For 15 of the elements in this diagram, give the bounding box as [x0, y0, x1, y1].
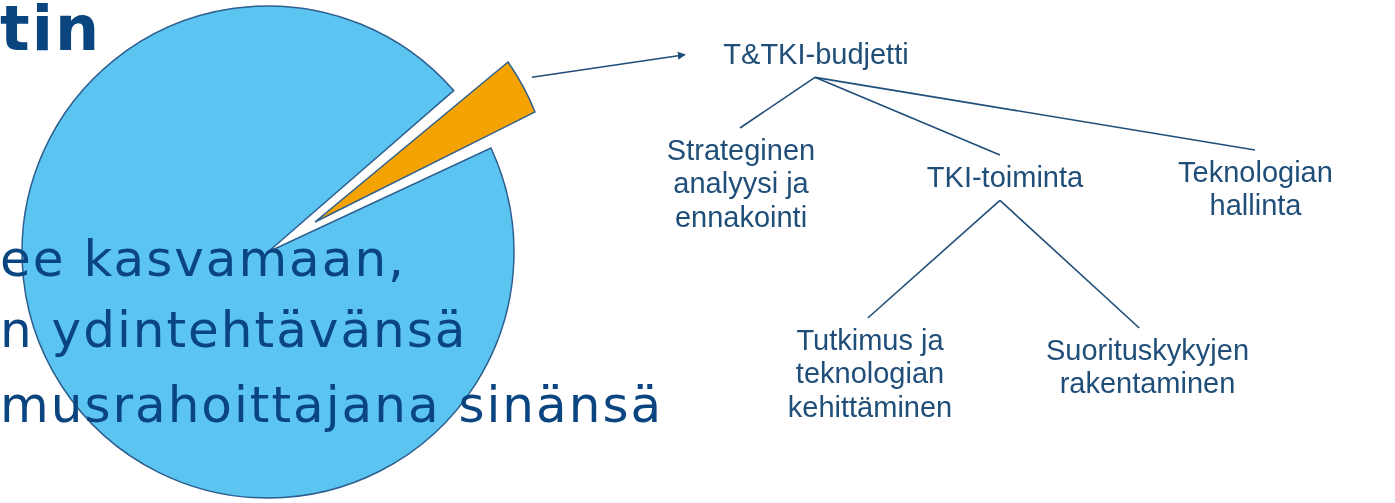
connector-line	[814, 76, 1256, 151]
tree-label: T&TKI-budjetti	[685, 32, 947, 78]
connector-line	[999, 199, 1141, 329]
tree-label: TKI-toiminta	[900, 155, 1110, 201]
title-text: tin	[0, 0, 102, 65]
tree-label: Strateginen analyysi ja ennakointi	[638, 128, 844, 241]
connector-line	[867, 199, 1001, 319]
body-text: n ydintehtävänsä	[0, 301, 468, 359]
connector-line	[739, 76, 816, 129]
connector-line	[814, 76, 1001, 156]
tree-label: Tutkimus ja teknologian kehittäminen	[760, 318, 980, 431]
tree-label: Teknologian hallinta	[1163, 150, 1348, 229]
tree-label: Suorituskykyjen rakentaminen	[1010, 328, 1285, 407]
pie-slice	[312, 58, 538, 224]
arrow	[531, 51, 686, 79]
